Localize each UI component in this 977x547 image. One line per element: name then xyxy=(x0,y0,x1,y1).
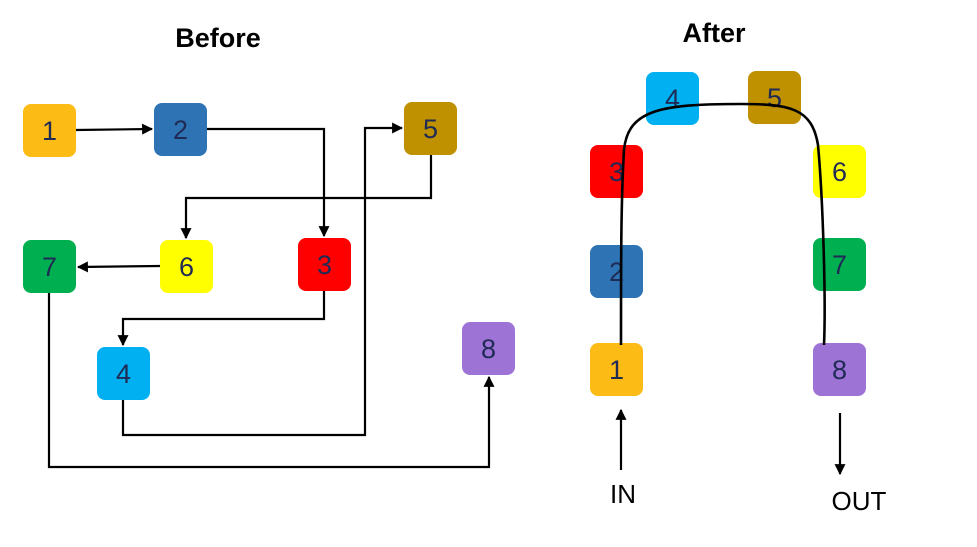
after-node-6-box xyxy=(813,145,866,198)
before-node-2: 2 xyxy=(154,103,207,156)
before-node-5-box xyxy=(404,102,457,155)
in-label: IN xyxy=(610,479,636,509)
after-node-4-box xyxy=(646,72,699,125)
before-node-4-box xyxy=(97,347,150,400)
before-node-8-label: 8 xyxy=(481,334,496,364)
before-node-3-label: 3 xyxy=(317,250,332,280)
after-node-3-label: 3 xyxy=(609,157,624,187)
after-node-1-label: 1 xyxy=(609,355,624,385)
after-node-7: 7 xyxy=(813,238,866,291)
out-label: OUT xyxy=(832,486,887,516)
before-node-1: 1 xyxy=(23,104,76,157)
after-node-5: 5 xyxy=(748,71,801,124)
before-node-7-label: 7 xyxy=(42,252,57,282)
before-node-4-label: 4 xyxy=(116,359,131,389)
before-node-6: 6 xyxy=(160,240,213,293)
before-edge-5-6 xyxy=(180,155,433,240)
before-node-6-label: 6 xyxy=(179,252,194,282)
before-node-2-box xyxy=(154,103,207,156)
before-node-2-label: 2 xyxy=(173,115,188,145)
before-edge-7-8 xyxy=(47,293,495,469)
before-edges xyxy=(47,122,495,469)
after-node-8-label: 8 xyxy=(832,355,847,385)
before-node-3: 3 xyxy=(298,238,351,291)
after-node-5-label: 5 xyxy=(767,83,782,113)
before-node-5: 5 xyxy=(404,102,457,155)
before-edge-2-3 xyxy=(207,127,330,238)
before-node-3-box xyxy=(298,238,351,291)
before-node-6-box xyxy=(160,240,213,293)
before-node-8: 8 xyxy=(462,322,515,375)
after-title: After xyxy=(682,18,745,48)
before-edge-1-2 xyxy=(75,123,154,135)
after-node-4: 4 xyxy=(646,72,699,125)
before-node-1-box xyxy=(23,104,76,157)
before-node-5-label: 5 xyxy=(423,114,438,144)
after-node-5-box xyxy=(748,71,801,124)
before-node-7-box xyxy=(23,240,76,293)
before-node-1-label: 1 xyxy=(42,116,57,146)
after-node-6: 6 xyxy=(813,145,866,198)
after-node-8-box xyxy=(813,343,866,396)
before-title: Before xyxy=(175,23,261,53)
after-flow-curve xyxy=(619,102,826,346)
before-node-7: 7 xyxy=(23,240,76,293)
before-edge-3-4 xyxy=(117,290,326,347)
before-node-4: 4 xyxy=(97,347,150,400)
after-node-1-box xyxy=(590,343,643,396)
after-node-7-label: 7 xyxy=(832,250,847,280)
before-edge-6-7 xyxy=(76,261,161,273)
after-node-2-box xyxy=(590,245,643,298)
after-node-6-label: 6 xyxy=(832,157,847,187)
before-node-8-box xyxy=(462,322,515,375)
after-node-8: 8 xyxy=(813,343,866,396)
after-node-3-box xyxy=(590,145,643,198)
after-node-3: 3 xyxy=(590,145,643,198)
after-node-7-box xyxy=(813,238,866,291)
before-edge-4-5 xyxy=(121,122,404,437)
after-node-1: 1 xyxy=(590,343,643,396)
after-node-2: 2 xyxy=(590,245,643,298)
